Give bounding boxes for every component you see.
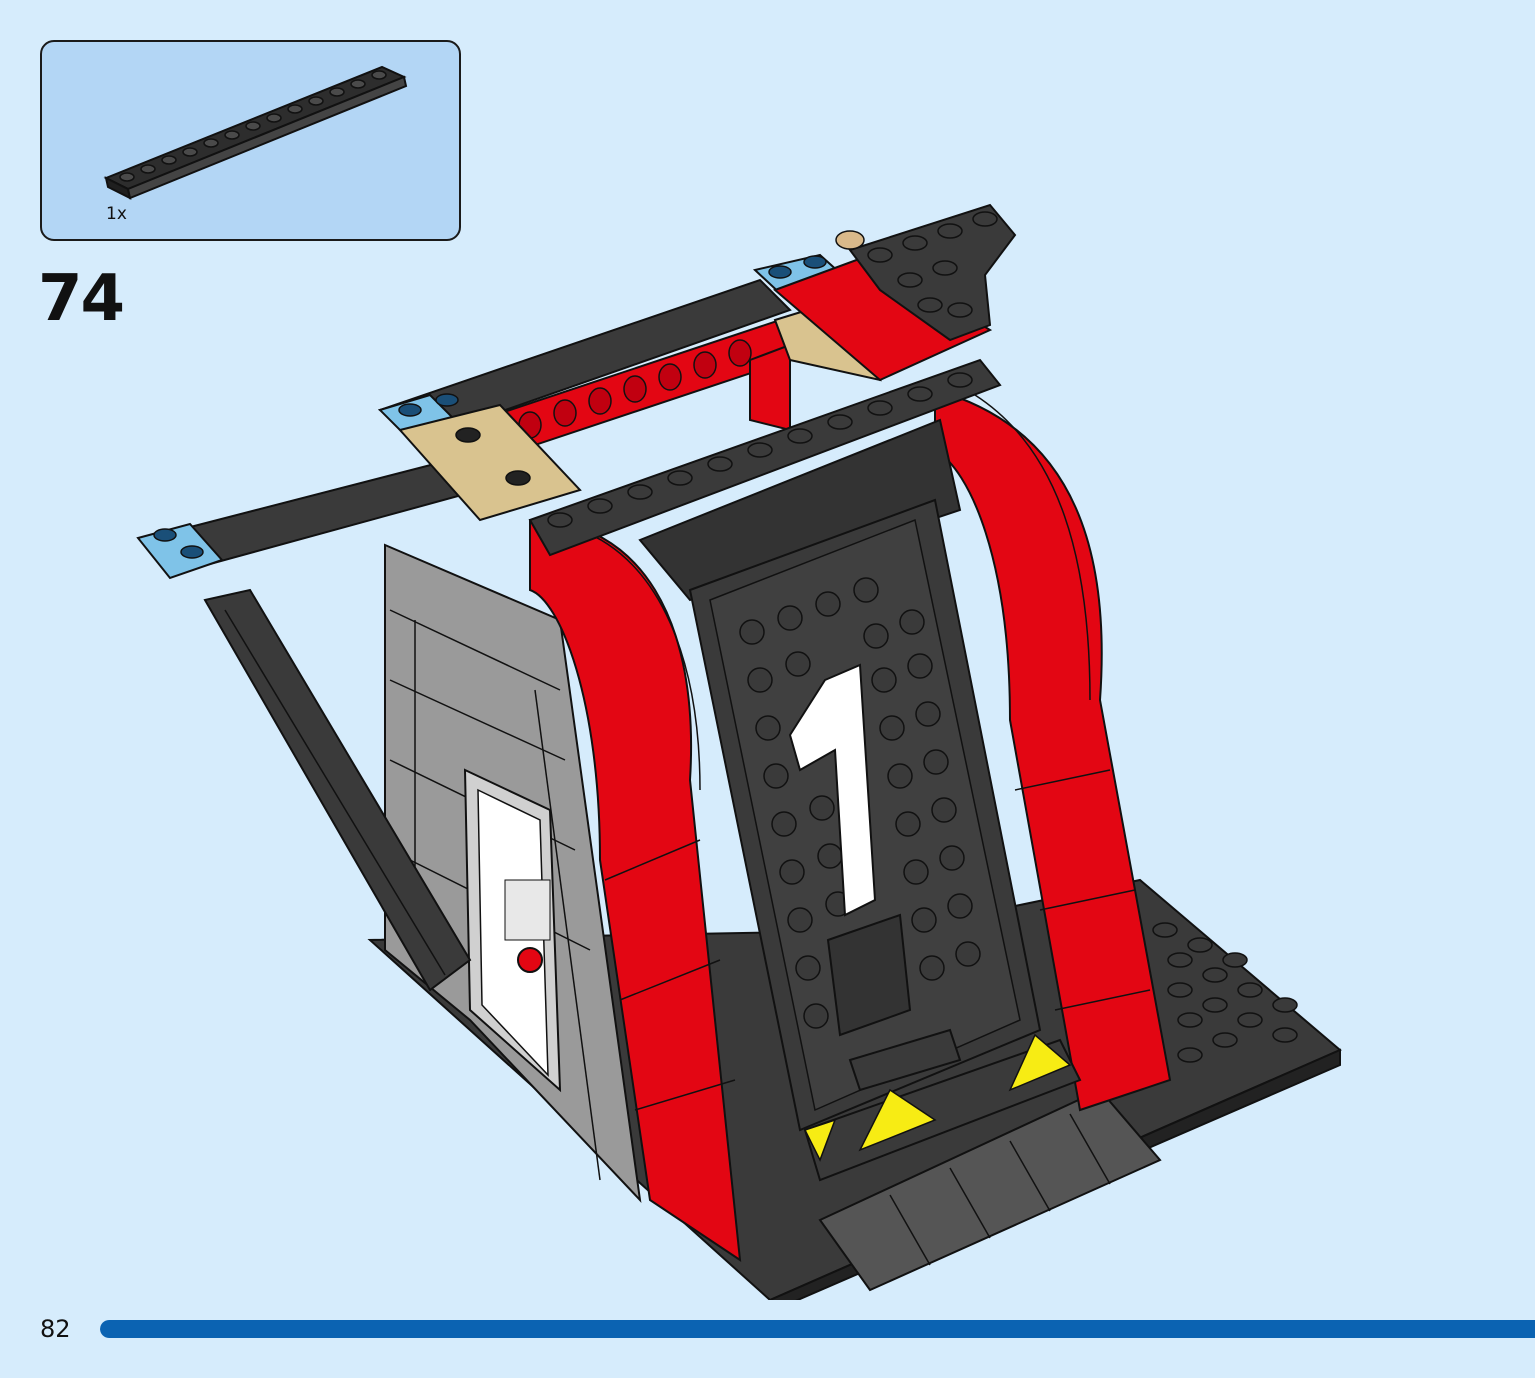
parts-callout: 1x xyxy=(40,40,461,241)
page-number: 82 xyxy=(40,1315,71,1343)
progress-bar xyxy=(100,1320,1535,1338)
step-number: 74 xyxy=(38,262,125,336)
fire-station-build-icon: 1 xyxy=(136,203,1342,1300)
black-1x14-plate-icon xyxy=(103,65,408,200)
progress-bar-fill xyxy=(100,1320,1535,1338)
part-quantity: 1x xyxy=(106,204,127,224)
decal-text: 1 xyxy=(862,849,864,851)
